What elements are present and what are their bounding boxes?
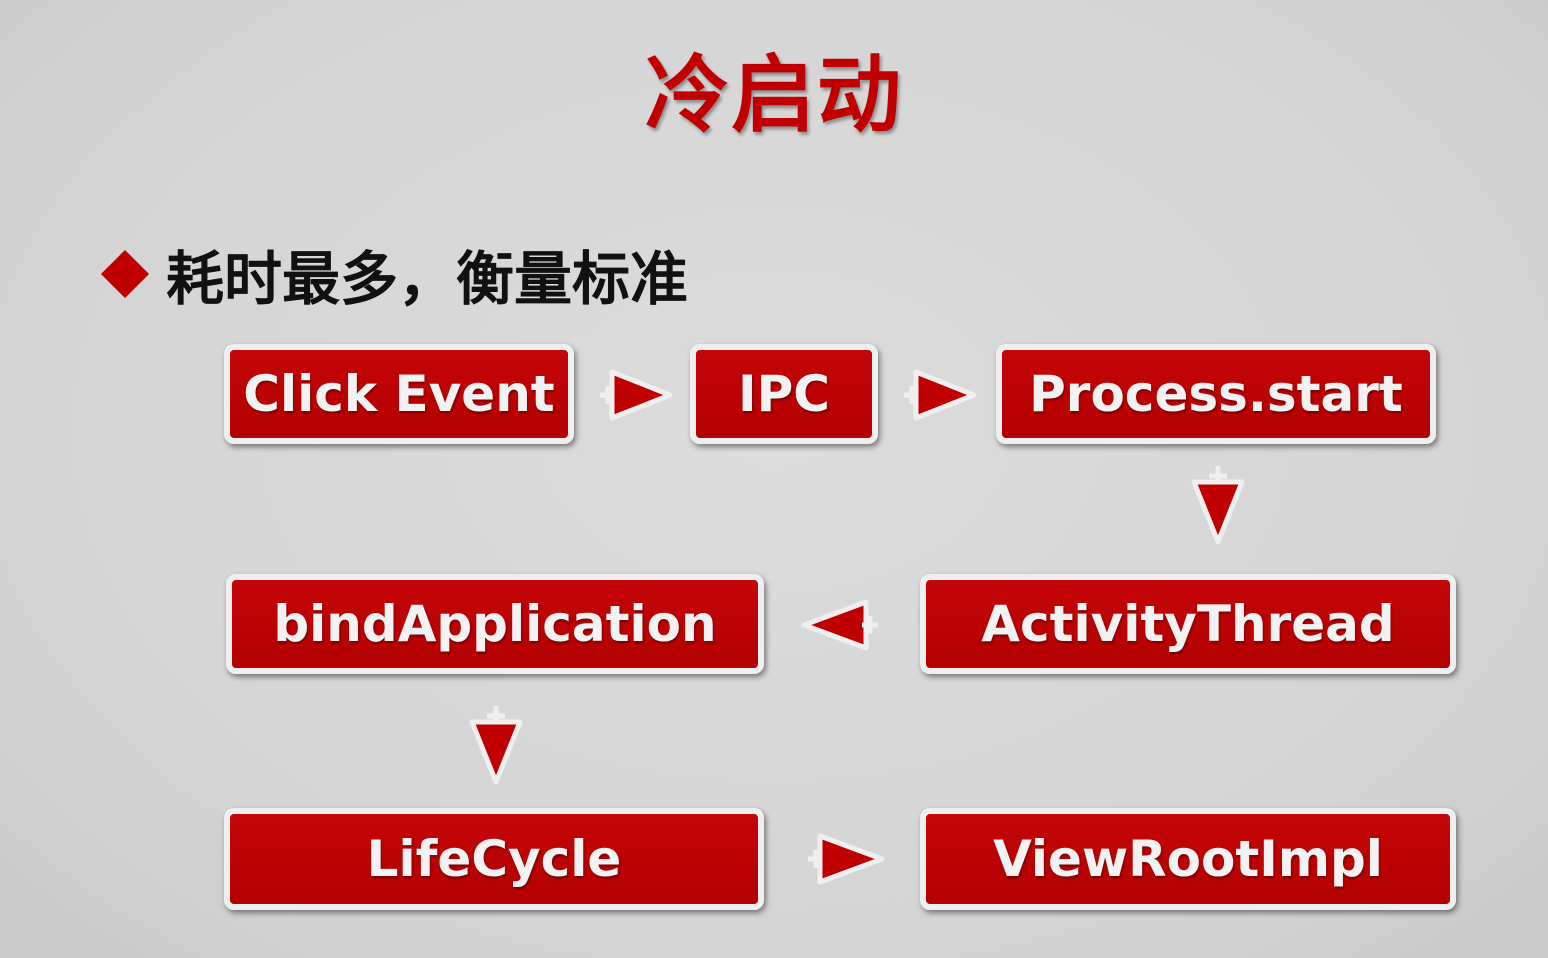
- bullet-text: 耗时最多，衡量标准: [166, 245, 689, 313]
- node-process-start: Process.start: [996, 344, 1436, 444]
- arrow-down-icon: [1191, 466, 1245, 545]
- node-view-root-impl: ViewRootImpl: [920, 808, 1456, 910]
- arrow-right-icon: [904, 369, 977, 421]
- node-activity-thread: ActivityThread: [920, 574, 1456, 674]
- diamond-bullet-icon: [100, 249, 150, 299]
- node-click-event: Click Event: [224, 344, 574, 444]
- node-lifecycle: LifeCycle: [224, 808, 764, 910]
- node-bind-application: bindApplication: [226, 574, 764, 674]
- arrow-right-icon: [808, 833, 885, 885]
- bullet-point: 耗时最多，衡量标准: [100, 232, 688, 316]
- arrow-right-icon: [600, 369, 673, 421]
- arrow-left-icon: [801, 599, 878, 651]
- arrow-down-icon: [469, 706, 523, 785]
- node-ipc: IPC: [690, 344, 878, 444]
- page-title: 冷启动: [644, 46, 903, 144]
